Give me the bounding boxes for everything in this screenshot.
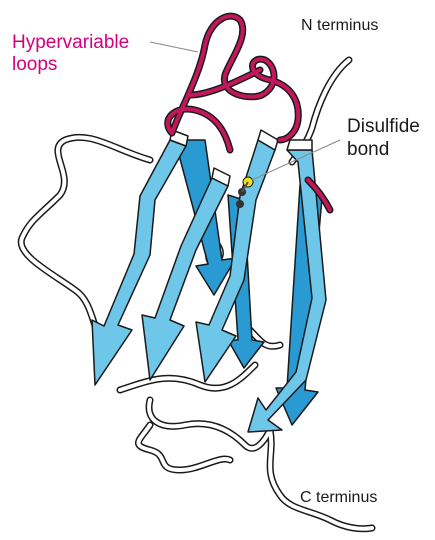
disulfide-label-line2: bond [347, 139, 389, 160]
hypervariable-label-line2: loops [12, 54, 57, 75]
hypervariable-label-line1: Hypervariable [12, 32, 129, 53]
n-terminus-label: N terminus [301, 17, 378, 34]
c-terminus-label: C terminus [300, 489, 377, 506]
beta-strand-1 [92, 140, 186, 385]
disulfide-label-line1: Disulfide [347, 116, 420, 137]
hypervariable-leader [150, 42, 198, 52]
